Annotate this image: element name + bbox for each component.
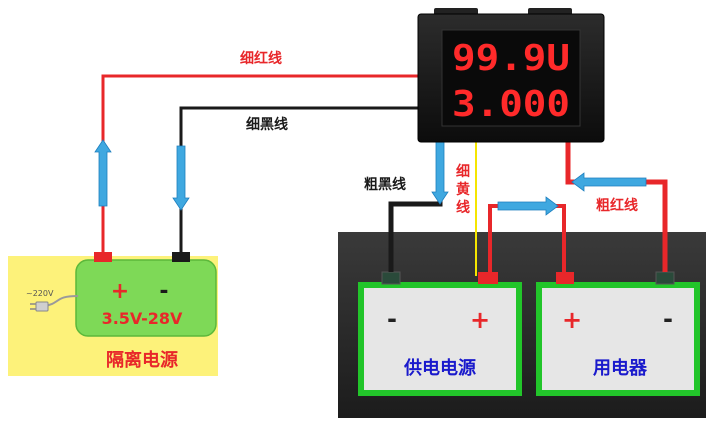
isolated-supply-minus-sign: -	[159, 279, 168, 304]
power-supply-plus-sign: +	[470, 306, 490, 334]
isolated-supply: + - 3.5V-28V 隔离电源 ~220V	[8, 252, 218, 376]
thin-yellow-wire-label-2: 黄	[456, 181, 470, 198]
voltmeter-ammeter: 99.9U 3.000	[417, 8, 605, 143]
isolated-supply-module	[75, 259, 217, 337]
power-supply-title: 供电电源	[403, 357, 476, 379]
load-minus-sign: -	[663, 305, 673, 333]
load-box: + - 用电器	[536, 271, 700, 396]
isolated-supply-title: 隔离电源	[106, 349, 178, 371]
thick-red-wire-label: 粗红线	[596, 197, 638, 214]
voltage-readout: 99.9U	[452, 38, 570, 79]
power-supply-plus-terminal	[478, 272, 498, 284]
load-minus-terminal	[655, 271, 675, 285]
thin-yellow-wire-label-3: 线	[456, 199, 470, 216]
power-supply-minus-sign: -	[387, 305, 397, 333]
isolated-supply-plus-sign: +	[111, 279, 129, 304]
load-plus-sign: +	[562, 306, 582, 334]
isolated-supply-plus-terminal	[94, 252, 112, 262]
power-supply-inner	[364, 288, 516, 390]
current-up-arrow	[94, 139, 112, 207]
meter-display	[441, 29, 581, 127]
power-supply-minus-terminal	[381, 271, 401, 285]
return-down-arrow	[431, 141, 449, 205]
current-down-arrow	[172, 145, 190, 211]
thick-black-wire-label: 粗黑线	[364, 176, 406, 193]
thin-yellow-wire-label-1: 细	[456, 163, 470, 180]
power-supply-box: - + 供电电源	[358, 271, 522, 396]
flow-right-arrow	[497, 196, 559, 216]
thin-red-wire-label: 细红线	[240, 50, 282, 67]
power-plug-icon	[30, 295, 79, 312]
load-plus-terminal	[556, 272, 574, 284]
thin-black-wire-label: 细黑线	[246, 116, 288, 133]
load-title: 用电器	[593, 357, 648, 379]
plug-voltage-label: ~220V	[26, 289, 54, 298]
current-readout: 3.000	[452, 84, 570, 125]
isolated-supply-voltage-range: 3.5V-28V	[102, 309, 183, 328]
thin-red-wire	[101, 74, 418, 252]
load-inner	[542, 288, 694, 390]
flow-left-arrow	[571, 172, 647, 192]
isolated-supply-minus-terminal	[172, 252, 190, 262]
